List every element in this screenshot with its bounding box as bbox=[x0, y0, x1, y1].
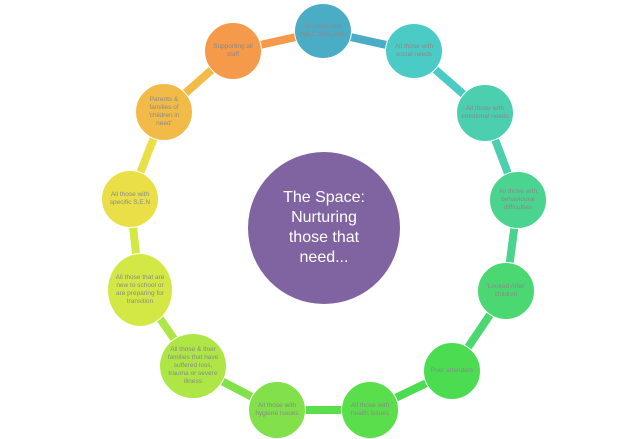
node-specific-sen: All those with specific S.E.N bbox=[101, 170, 159, 228]
node-label: All those with hygiene Issues bbox=[255, 402, 299, 417]
node-label: All those with emotional needs bbox=[461, 105, 509, 120]
node-splc: All those with SpLC difficulties bbox=[294, 3, 352, 59]
node-label: All those that are new to school or are … bbox=[115, 274, 165, 305]
node-new-to-school: All those that are new to school or are … bbox=[107, 253, 173, 327]
node-social: All those with social needs bbox=[385, 23, 443, 79]
node-label: All those with specific S.E.N bbox=[109, 191, 151, 206]
node-label: All those & their families that have suf… bbox=[167, 346, 219, 385]
node-health: All those with health Issues bbox=[341, 381, 399, 439]
node-label: All those with health Issues bbox=[350, 402, 390, 417]
node-label: All those with behavioural difficulties bbox=[498, 188, 538, 211]
node-poor-attenders: Poor attenders bbox=[423, 342, 481, 400]
node-label: Parents & families of 'children in need' bbox=[148, 96, 180, 127]
center-label: The Space: Nurturing those that need... bbox=[283, 189, 365, 266]
node-label: Supporting all staff bbox=[213, 43, 253, 58]
node-loss-trauma: All those & their families that have suf… bbox=[159, 333, 227, 399]
node-label: Poor attenders bbox=[430, 367, 474, 374]
node-hygiene: All those with hygiene Issues bbox=[248, 381, 306, 439]
node-emotional: All those with emotional needs bbox=[456, 84, 514, 142]
node-label: All those with social needs bbox=[394, 43, 434, 58]
node-label: All those with SpLC difficulties bbox=[299, 23, 347, 38]
node-parents-families: Parents & families of 'children in need' bbox=[135, 83, 193, 141]
node-supporting-staff: Supporting all staff bbox=[204, 22, 262, 80]
node-behavioural: All those with behavioural difficulties bbox=[489, 171, 547, 229]
node-label: 'Looked After' children bbox=[486, 283, 526, 298]
node-looked-after: 'Looked After' children bbox=[477, 262, 535, 320]
center-node: The Space: Nurturing those that need... bbox=[248, 152, 400, 304]
